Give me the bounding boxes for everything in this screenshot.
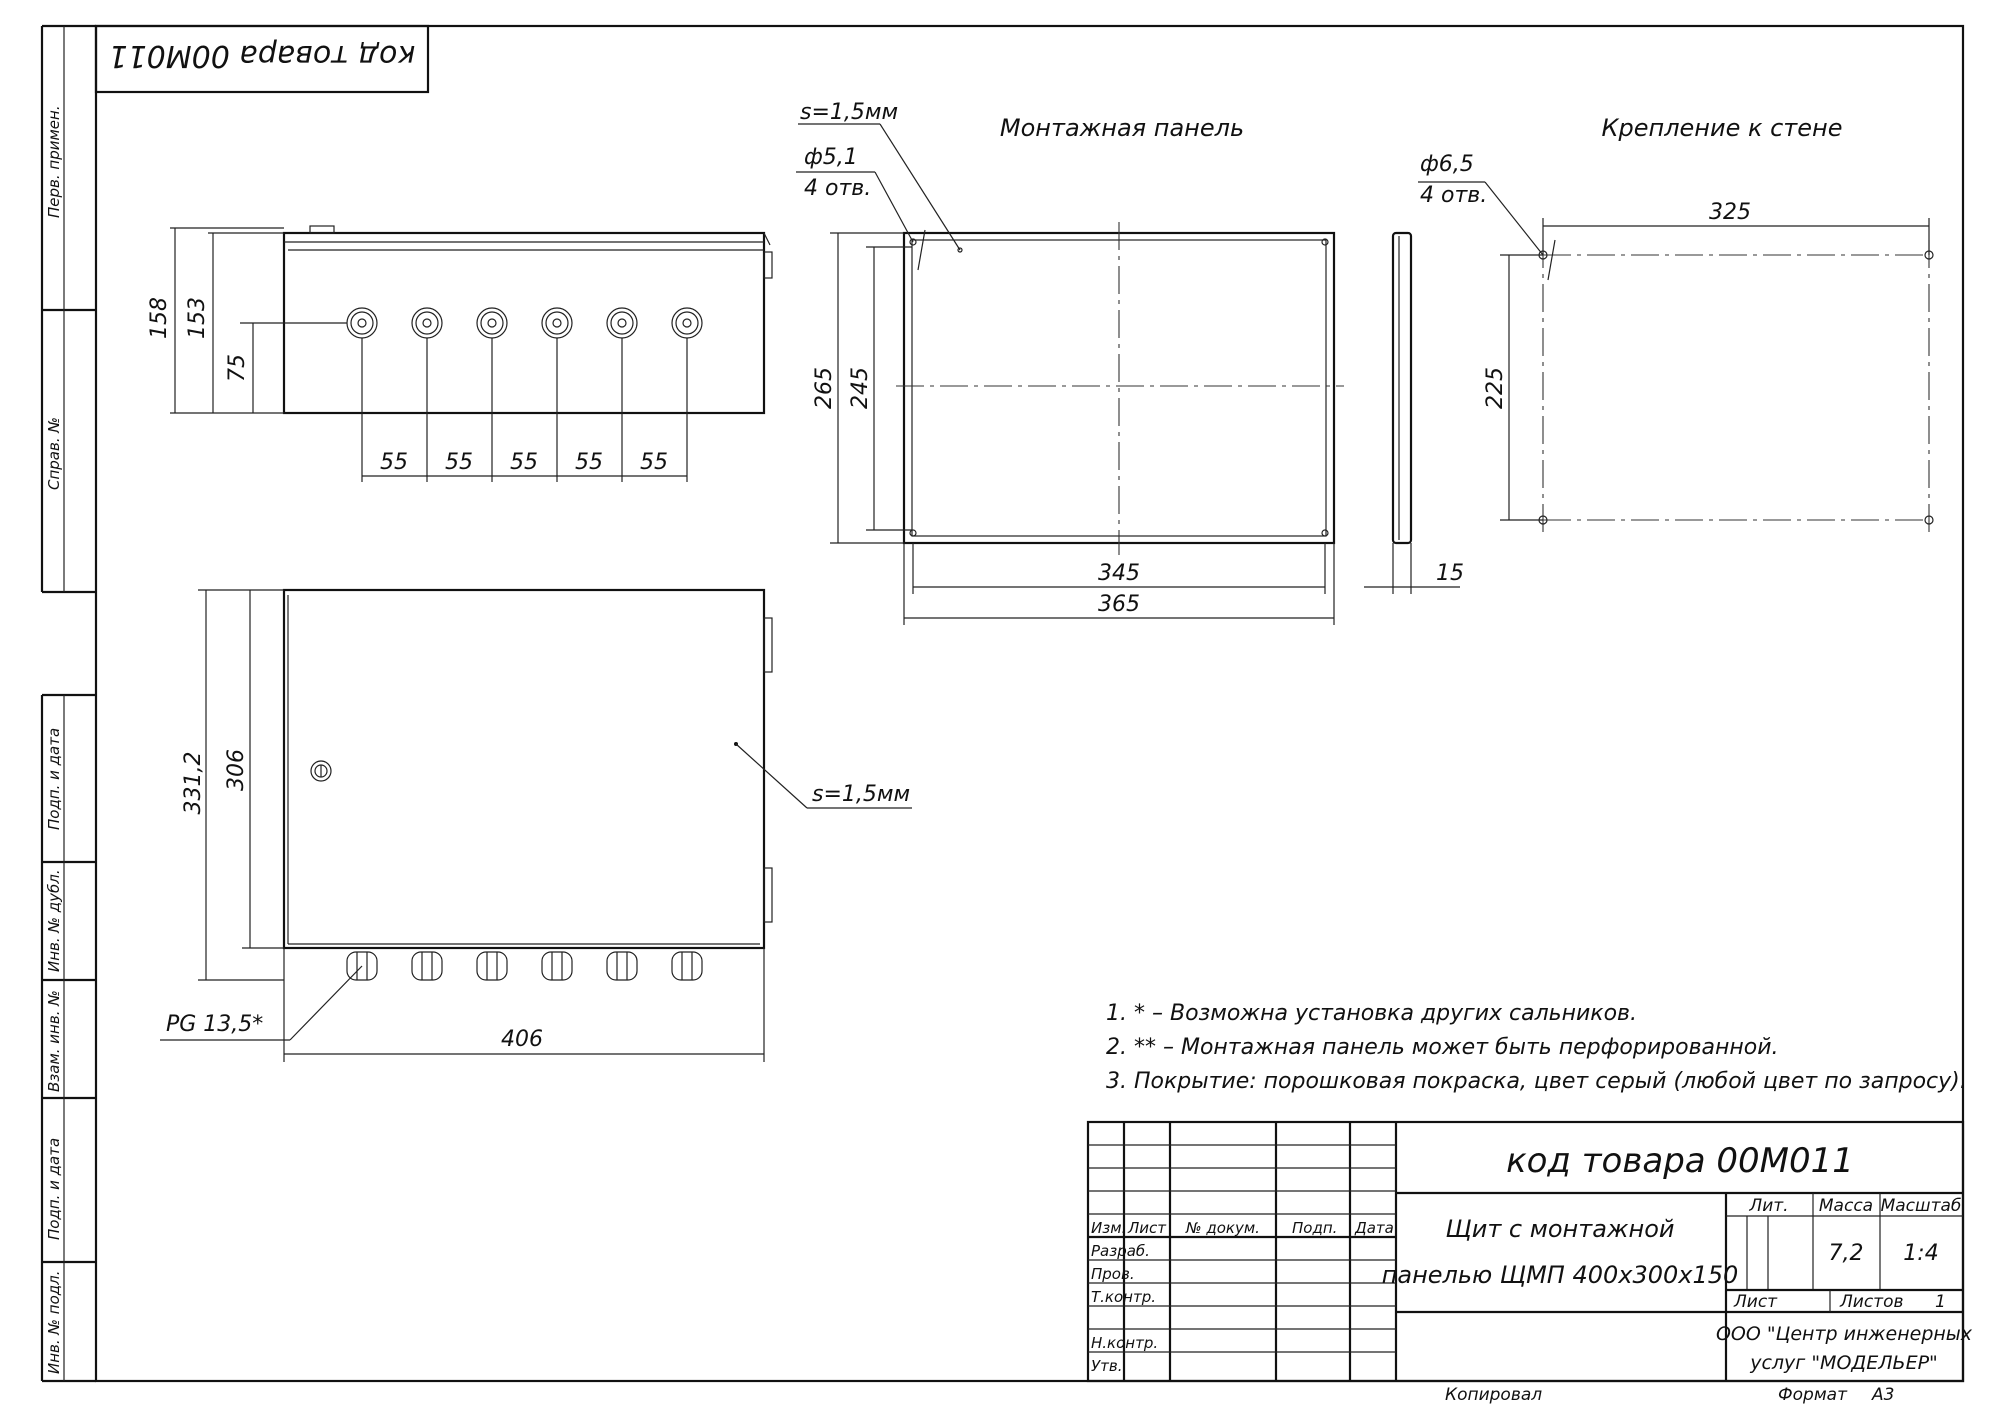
org-line1: ООО "Центр инженерных <box>1716 1323 1973 1345</box>
dim-panel-h2: 245 <box>848 367 873 409</box>
title-block-code: код товара 00М011 <box>1506 1141 1854 1181</box>
side-label-inv-podl: Инв. № подл. <box>45 1271 63 1374</box>
dim-wall-w: 325 <box>1709 200 1751 225</box>
massa-value: 7,2 <box>1829 1241 1864 1266</box>
label-hole-d1: ф5,1 <box>804 145 858 170</box>
title-block: код товара 00М011 Щит с монтажной панель… <box>1086 1120 1973 1383</box>
gland-hole <box>671 307 703 339</box>
label-hole-n2: 4 отв. <box>1420 183 1487 208</box>
side-label-podp-data-2: Подп. и дата <box>45 1138 63 1240</box>
cable-gland <box>346 951 378 981</box>
lit-label: Лит. <box>1748 1196 1788 1216</box>
wall-mount-title: Крепление к стене <box>1601 114 1842 142</box>
listov-value: 1 <box>1935 1292 1946 1312</box>
label-gland: PG 13,5* <box>166 1012 263 1037</box>
title-block-name-line2: панелью ЩМП 400х300х150 <box>1382 1261 1739 1289</box>
gland-hole <box>411 307 443 339</box>
dim-pitch-1: 55 <box>380 450 408 475</box>
gland-hole <box>541 307 573 339</box>
dim-pitch-3: 55 <box>510 450 538 475</box>
col-izm: Изм. <box>1091 1219 1126 1237</box>
mounting-panel-title: Монтажная панель <box>1000 114 1244 142</box>
wall-mount-view: Крепление к стене 325 225 ф6,5 4 отв. <box>1418 114 1934 535</box>
list-label: Лист <box>1733 1292 1778 1312</box>
label-hole-n1: 4 отв. <box>804 176 871 201</box>
side-label-inv-dubl: Инв. № дубл. <box>45 869 63 972</box>
sheet-frame <box>40 24 1965 1383</box>
dim-front-h2: 153 <box>185 297 210 339</box>
row-nkontr: Н.контр. <box>1091 1334 1158 1352</box>
body-door-view: s=1,5мм PG 13,5* 331,2 306 406 <box>160 588 912 1062</box>
dim-front-h1: 158 <box>147 297 172 339</box>
col-list: Лист <box>1127 1219 1167 1237</box>
dim-panel-t: 15 <box>1436 561 1464 586</box>
label-s-panel: s=1,5мм <box>800 100 898 125</box>
row-utv: Утв. <box>1091 1357 1123 1375</box>
dim-panel-h1: 265 <box>812 367 837 409</box>
masshtab-label: Масштаб <box>1881 1196 1962 1216</box>
gland-hole <box>606 307 638 339</box>
massa-label: Масса <box>1819 1196 1873 1216</box>
lock-icon <box>310 760 332 782</box>
footer-format-value: А3 <box>1871 1385 1894 1405</box>
cable-gland-holes <box>346 307 703 339</box>
stamp-top-text: код товара 00М011 <box>109 38 416 73</box>
side-label-podp-data-1: Подп. и дата <box>45 728 63 830</box>
cable-gland <box>541 951 573 981</box>
row-tkontr: Т.контр. <box>1091 1288 1156 1306</box>
cable-gland <box>411 951 443 981</box>
cable-gland <box>671 951 703 981</box>
dim-wall-h: 225 <box>1483 367 1508 409</box>
dim-pitch-2: 55 <box>445 450 473 475</box>
gland-hole <box>476 307 508 339</box>
row-razrab: Разраб. <box>1091 1242 1150 1260</box>
side-labels: Перв. примен. Справ. № Подп. и дата Инв.… <box>45 105 63 1374</box>
cable-glands-bottom <box>346 951 703 981</box>
dim-panel-w1: 345 <box>1098 561 1140 586</box>
side-label-vzam-inv: Взам. инв. № <box>45 990 63 1092</box>
footer-kopiroval: Копировал <box>1445 1385 1542 1405</box>
side-label-perv-primen: Перв. примен. <box>45 105 63 218</box>
cable-gland <box>476 951 508 981</box>
front-view: 158 153 75 55 55 55 55 55 <box>147 225 773 482</box>
notes: 1. * – Возможна установка других сальник… <box>1106 1001 1967 1094</box>
org-line2: услуг "МОДЕЛЬЕР" <box>1749 1352 1938 1374</box>
note-3: 3. Покрытие: порошковая покраска, цвет с… <box>1106 1069 1967 1094</box>
stamp-top: код товара 00М011 <box>94 24 430 94</box>
dim-pitch-4: 55 <box>575 450 603 475</box>
note-2: 2. ** – Монтажная панель может быть перф… <box>1106 1035 1779 1060</box>
dim-front-h3: 75 <box>225 354 250 382</box>
footer-format-label: Формат <box>1778 1385 1848 1405</box>
mounting-panel-view: Монтажная панель s=1,5мм ф5,1 4 отв. 265… <box>796 100 1464 625</box>
note-1: 1. * – Возможна установка других сальник… <box>1106 1001 1637 1026</box>
col-docum: № докум. <box>1185 1219 1260 1237</box>
row-prov: Пров. <box>1091 1265 1135 1283</box>
dim-body-w: 406 <box>501 1027 543 1052</box>
dim-body-h1: 331,2 <box>181 752 206 815</box>
sheet-footer: Копировал Формат А3 <box>1445 1385 1894 1405</box>
gland-hole <box>346 307 378 339</box>
col-data: Дата <box>1354 1219 1394 1237</box>
listov-label: Листов <box>1839 1292 1904 1312</box>
cable-gland <box>606 951 638 981</box>
masshtab-value: 1:4 <box>1903 1241 1938 1266</box>
label-hole-d2: ф6,5 <box>1420 152 1474 177</box>
dim-panel-w2: 365 <box>1098 592 1140 617</box>
title-block-name-line1: Щит с монтажной <box>1445 1215 1674 1243</box>
dim-body-h2: 306 <box>224 749 249 791</box>
label-s-door: s=1,5мм <box>812 782 910 807</box>
col-podp: Подп. <box>1292 1219 1337 1237</box>
dim-pitch-5: 55 <box>640 450 668 475</box>
side-label-sprav-no: Справ. № <box>45 417 63 490</box>
